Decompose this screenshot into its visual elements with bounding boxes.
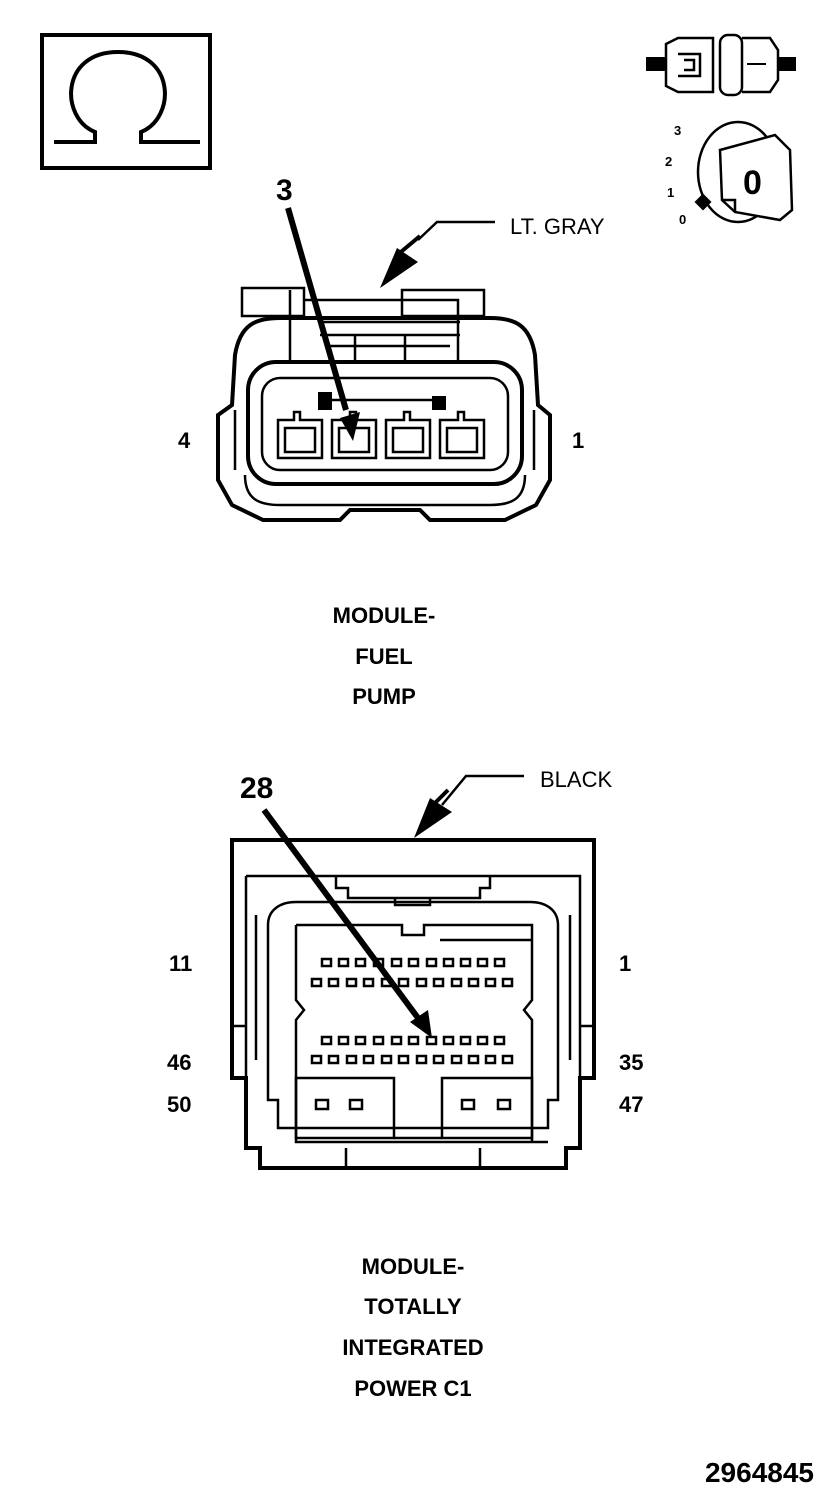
tipm-pin-label-47: 47	[619, 1092, 643, 1117]
tipm-pin-row-5	[314, 1098, 512, 1111]
tipm-pin-label-46: 46	[167, 1050, 191, 1075]
ignition-key-label: 0	[743, 164, 762, 202]
ohm-icon	[40, 33, 212, 170]
fuel-pump-pin-left-label: 4	[178, 428, 191, 453]
ignition-pos-3: 3	[674, 123, 681, 138]
tipm-title-line-3: INTEGRATED	[342, 1335, 483, 1360]
disconnected-connector-icon	[646, 33, 796, 97]
fuel-pump-pin-right-label: 1	[572, 428, 584, 453]
figure-number: 2964845	[705, 1457, 814, 1488]
fuel-pump-title-line-3: PUMP	[352, 684, 416, 709]
tipm-pin-label-50: 50	[167, 1092, 191, 1117]
ignition-pos-2: 2	[665, 154, 672, 169]
ignition-key-switch-icon: 3 2 1 0 0	[665, 120, 794, 227]
tipm-connector	[230, 774, 596, 1170]
fuel-pump-title-line-2: FUEL	[355, 644, 412, 669]
tipm-pin-row-2	[310, 977, 514, 988]
tipm-pin-label-11: 11	[169, 951, 192, 976]
ignition-pos-1: 1	[667, 185, 674, 200]
tipm-title-line-4: POWER C1	[354, 1376, 471, 1401]
tipm-title-line-2: TOTALLY	[364, 1294, 462, 1319]
fuel-pump-terminal-row	[276, 410, 486, 460]
fuel-pump-connector	[216, 207, 552, 522]
tipm-pin-row-3	[320, 1035, 506, 1046]
fuel-pump-title-line-1: MODULE-	[333, 603, 436, 628]
fuel-pump-callout-pin: 3	[276, 174, 293, 207]
ignition-pos-0: 0	[679, 212, 686, 227]
tipm-pin-row-4	[310, 1054, 514, 1065]
tipm-wire-color: BLACK	[540, 767, 612, 792]
tipm-callout-pin: 28	[240, 772, 273, 805]
tipm-pin-label-1: 1	[619, 951, 631, 976]
tipm-pin-row-1	[320, 957, 506, 968]
fuel-pump-wire-color: LT. GRAY	[510, 214, 605, 239]
tipm-pin-label-35: 35	[619, 1050, 643, 1075]
tipm-title-line-1: MODULE-	[362, 1254, 465, 1279]
